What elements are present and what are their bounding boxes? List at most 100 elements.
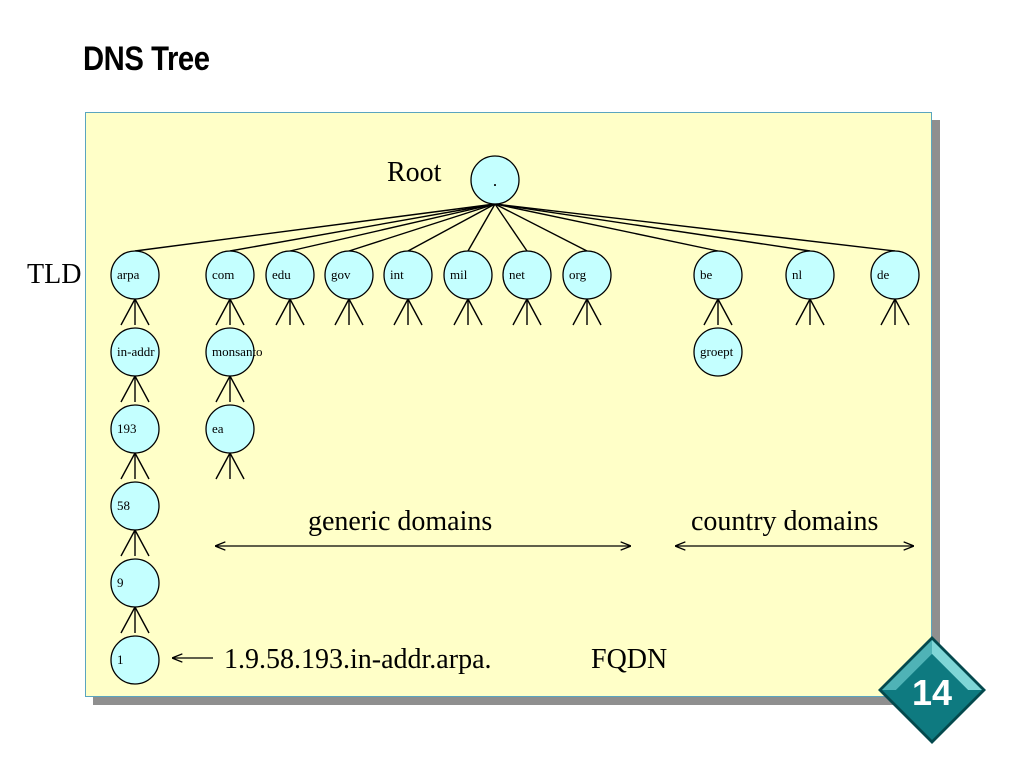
generic-domains-label: generic domains — [308, 506, 492, 537]
arpa-chain-node-193: 193 — [110, 404, 160, 454]
subtree-fork-net — [512, 298, 542, 326]
country-domains-label: country domains — [691, 506, 878, 537]
tld-node-de-label: de — [877, 267, 890, 282]
arpa-chain-node-9-circle — [110, 558, 160, 608]
arpa-chain-node-193-label: 193 — [117, 421, 137, 436]
arpa-chain-fork-0 — [120, 298, 150, 326]
arpa-chain-node-58-label: 58 — [117, 498, 130, 513]
tld-node-mil: mil — [443, 250, 493, 300]
tld-node-int-circle — [383, 250, 433, 300]
edge-root-mil — [467, 203, 496, 252]
subtree-fork-edu — [275, 298, 305, 326]
com-chain-node-monsanto-circle — [205, 327, 255, 377]
edge-root-org — [494, 203, 588, 252]
tree-nodes: . arpa com edu gov int mil net org be nl de in-addr 1… — [110, 155, 920, 685]
tld-node-mil-label: mil — [450, 267, 468, 282]
subtree-fork-mil — [453, 298, 483, 326]
edge-root-com — [229, 203, 496, 252]
fqdn-example: 1.9.58.193.in-addr.arpa. — [224, 644, 492, 675]
edge-root-gov — [348, 203, 496, 252]
tld-label: TLD — [27, 259, 81, 290]
edge-root-nl — [494, 203, 811, 252]
tld-node-be-label: be — [700, 267, 713, 282]
tld-node-de-circle — [870, 250, 920, 300]
com-chain-node-ea: ea — [205, 404, 255, 454]
com-chain-node-monsanto: monsanto — [205, 327, 263, 377]
arpa-chain-node-193-circle — [110, 404, 160, 454]
tld-node-arpa-circle — [110, 250, 160, 300]
slide-title: DNS Tree — [83, 40, 210, 78]
tld-node-arpa-label: arpa — [117, 267, 140, 282]
com-chain-fork-end — [215, 452, 245, 480]
tld-node-com-circle — [205, 250, 255, 300]
tld-node-nl-label: nl — [792, 267, 803, 282]
tld-node-gov-label: gov — [331, 267, 351, 282]
arpa-chain-node-1: 1 — [110, 635, 160, 685]
arpa-chain-fork-4 — [120, 606, 150, 634]
tld-node-org-label: org — [569, 267, 587, 282]
arpa-chain-node-9-label: 9 — [117, 575, 124, 590]
tld-node-org-circle — [562, 250, 612, 300]
subtree-forks — [120, 298, 910, 634]
arpa-chain-node-58: 58 — [110, 481, 160, 531]
tld-node-net: net — [502, 250, 552, 300]
tld-node-net-circle — [502, 250, 552, 300]
slide-number: 14 — [912, 672, 952, 713]
arpa-chain-node-58-circle — [110, 481, 160, 531]
tld-node-int: int — [383, 250, 433, 300]
tld-node-gov-circle — [324, 250, 374, 300]
edge-root-arpa — [134, 203, 496, 252]
edge-root-be — [494, 203, 719, 252]
com-chain-node-monsanto-label: monsanto — [212, 344, 263, 359]
diagram-panel — [85, 112, 932, 697]
subtree-fork-de — [880, 298, 910, 326]
com-chain-node-ea-label: ea — [212, 421, 224, 436]
edge-root-de — [494, 203, 896, 252]
root-node: . — [470, 155, 520, 205]
arpa-chain-node-1-circle — [110, 635, 160, 685]
tree-edges — [134, 203, 896, 252]
arpa-chain-node-in-addr-label: in-addr — [117, 344, 155, 359]
edge-root-int — [407, 203, 496, 252]
tld-node-org: org — [562, 250, 612, 300]
arpa-chain-node-in-addr-circle — [110, 327, 160, 377]
com-chain-node-ea-circle — [205, 404, 255, 454]
root-node-circle — [470, 155, 520, 205]
tld-node-net-label: net — [509, 267, 525, 282]
subtree-fork-nl — [795, 298, 825, 326]
root-node-label: . — [493, 174, 496, 189]
root-label: Root — [387, 157, 442, 188]
tld-node-be-circle — [693, 250, 743, 300]
tld-node-gov: gov — [324, 250, 374, 300]
tld-node-nl-circle — [785, 250, 835, 300]
be-chain-node-groept: groept — [693, 327, 743, 377]
arpa-chain-node-9: 9 — [110, 558, 160, 608]
tld-node-int-label: int — [390, 267, 404, 282]
arpa-chain-node-in-addr: in-addr — [110, 327, 160, 377]
com-chain-fork-1 — [215, 375, 245, 403]
tld-node-mil-circle — [443, 250, 493, 300]
arpa-chain-fork-3 — [120, 529, 150, 557]
subtree-fork-int — [393, 298, 423, 326]
edge-root-edu — [289, 203, 496, 252]
arpa-chain-fork-1 — [120, 375, 150, 403]
tld-node-nl: nl — [785, 250, 835, 300]
tld-node-edu-circle — [265, 250, 315, 300]
arpa-chain-fork-2 — [120, 452, 150, 480]
subtree-fork-org — [572, 298, 602, 326]
slide-number-badge: 14 — [878, 636, 986, 744]
tld-node-be: be — [693, 250, 743, 300]
tld-node-edu: edu — [265, 250, 315, 300]
edge-root-net — [494, 203, 528, 252]
tld-node-com-label: com — [212, 267, 234, 282]
arpa-chain-node-1-label: 1 — [117, 652, 124, 667]
tld-node-arpa: arpa — [110, 250, 160, 300]
be-chain-node-groept-label: groept — [700, 344, 734, 359]
tld-node-edu-label: edu — [272, 267, 291, 282]
com-chain-fork-0 — [215, 298, 245, 326]
tld-node-de: de — [870, 250, 920, 300]
tld-node-com: com — [205, 250, 255, 300]
be-chain-fork-0 — [703, 298, 733, 326]
subtree-fork-gov — [334, 298, 364, 326]
